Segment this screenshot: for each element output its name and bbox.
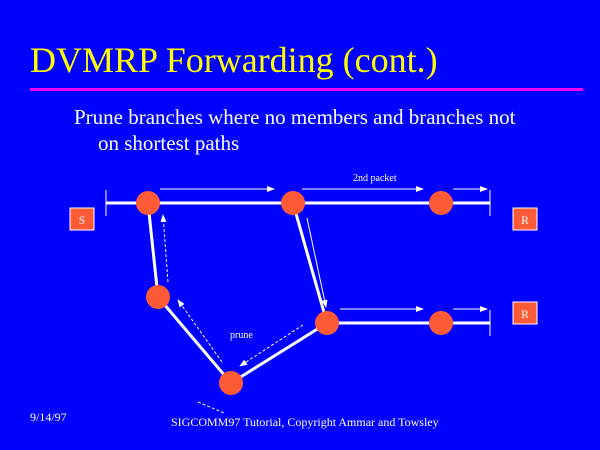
link-bottom-to-middle (230, 321, 328, 385)
link-left-vertical (146, 202, 160, 298)
link-middle-vertical (291, 202, 329, 324)
router-node (146, 285, 170, 309)
receiver-label-top: R (521, 213, 529, 227)
prune-label: prune (230, 330, 253, 341)
receiver-host-bottom: R (512, 301, 538, 325)
router-node (429, 191, 453, 215)
router-node (281, 191, 305, 215)
receiver-box-top (512, 207, 538, 231)
receiver-box-bottom (512, 301, 538, 325)
packet-label: 2nd packet (353, 173, 397, 184)
bullet-text: Prune branches where no members and bran… (74, 104, 584, 156)
link-left-to-bottom (156, 296, 233, 384)
bullet-line-1: Prune branches where no members and bran… (74, 105, 516, 129)
packet-arrows (160, 186, 488, 312)
title-underline (30, 88, 583, 91)
source-label: S (79, 213, 86, 227)
arrow-prune-tail (197, 401, 225, 414)
router-node (136, 191, 160, 215)
arrow-prune-bottom (239, 324, 304, 367)
arrow-packet-down (306, 217, 328, 308)
source-box (69, 207, 95, 231)
receiver-label-bottom: R (521, 307, 529, 321)
receiver-host-top: R (512, 207, 538, 231)
routers (136, 191, 453, 395)
router-node (429, 311, 453, 335)
bullet-line-2: on shortest paths (98, 131, 240, 155)
footer-date: 9/14/97 (30, 410, 67, 424)
arrow-prune-up (160, 214, 169, 283)
slide-title: DVMRP Forwarding (cont.) (30, 40, 438, 80)
router-node (219, 371, 243, 395)
source-host: S (69, 207, 95, 231)
footer-credit: SIGCOMM97 Tutorial, Copyright Ammar and … (171, 415, 439, 429)
router-node (315, 311, 339, 335)
arrow-prune-left (177, 299, 223, 363)
link-end-brackets (105, 190, 491, 336)
prune-arrows (160, 214, 304, 414)
